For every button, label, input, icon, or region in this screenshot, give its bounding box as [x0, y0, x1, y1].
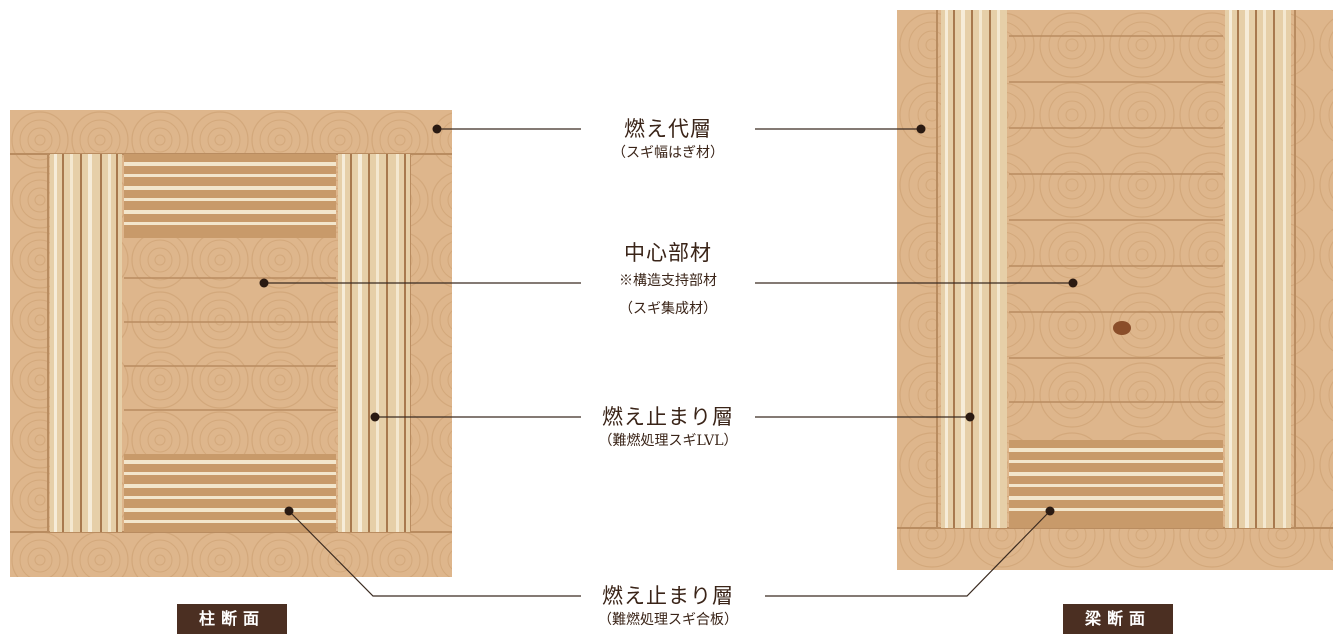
label-charring-layer-material: （スギ幅はぎ材）: [612, 145, 724, 161]
label-core-member: 中心部材 ※構造支持部材 （スギ集成材）: [568, 240, 768, 320]
column-cross-section-image: [10, 110, 452, 577]
caption-beam-section: 梁断面: [1063, 604, 1173, 634]
label-core-member-material: （スギ集成材）: [619, 301, 717, 317]
label-core-member-note: ※構造支持部材: [619, 273, 717, 289]
label-fire-stop-lvl-material: （難燃処理スギLVL）: [598, 433, 738, 449]
label-fire-stop-lvl: 燃え止まり層 （難燃処理スギLVL）: [568, 404, 768, 452]
label-fire-stop-plywood: 燃え止まり層 （難燃処理スギ合板）: [568, 583, 768, 631]
label-fire-stop-lvl-title: 燃え止まり層: [602, 405, 734, 429]
label-core-member-title: 中心部材: [624, 241, 712, 265]
label-fire-stop-plywood-material: （難燃処理スギ合板）: [598, 612, 738, 628]
label-fire-stop-plywood-title: 燃え止まり層: [602, 584, 734, 608]
label-charring-layer: 燃え代層 （スギ幅はぎ材）: [568, 116, 768, 164]
caption-column-section: 柱断面: [177, 604, 287, 634]
label-charring-layer-title: 燃え代層: [624, 117, 712, 141]
beam-cross-section-image: [897, 10, 1333, 570]
